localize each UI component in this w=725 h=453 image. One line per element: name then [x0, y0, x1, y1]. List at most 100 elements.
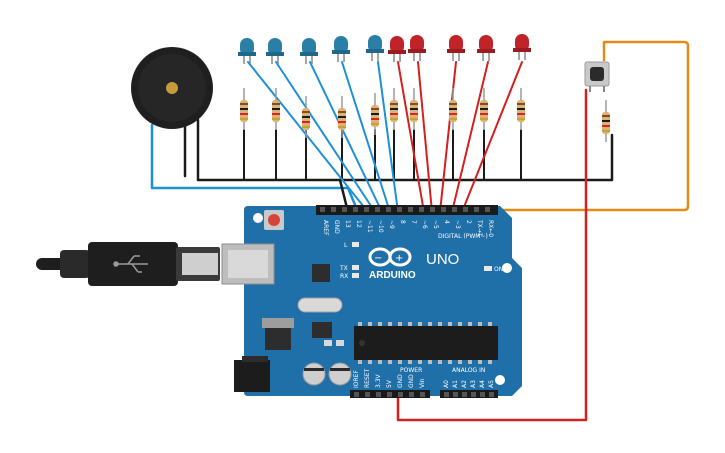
header-pin[interactable] [471, 392, 476, 397]
svg-text:L: L [344, 242, 348, 249]
wire-led-red-3[interactable] [439, 61, 457, 213]
resistor[interactable] [302, 96, 310, 138]
onboard-led-tx: TX [339, 265, 359, 272]
header-pin[interactable] [453, 392, 458, 397]
header-pin[interactable] [419, 207, 424, 212]
header-pin[interactable] [489, 392, 494, 397]
digital-pin-label: ~5 [432, 220, 439, 229]
header-pin[interactable] [320, 207, 325, 212]
led-blue-2[interactable] [266, 38, 284, 64]
wire-led-red-2[interactable] [417, 61, 433, 213]
header-pin[interactable] [387, 392, 392, 397]
header-pin[interactable] [376, 392, 381, 397]
header-pin[interactable] [397, 207, 402, 212]
resistor[interactable] [390, 88, 398, 130]
header-pin[interactable] [353, 207, 358, 212]
header-pin[interactable] [462, 392, 467, 397]
infinity-plus: + [395, 253, 403, 264]
wire-led-blue-4[interactable] [341, 61, 391, 213]
usb-cable[interactable] [36, 242, 220, 286]
header-pin[interactable] [441, 207, 446, 212]
header-pin[interactable] [364, 207, 369, 212]
resistor[interactable] [517, 88, 525, 130]
pushbutton[interactable] [584, 61, 610, 92]
power-pin-label: GND [408, 374, 415, 388]
resistor[interactable] [338, 96, 346, 138]
header-pin[interactable] [398, 392, 403, 397]
resistor[interactable] [240, 88, 248, 130]
led-blue-3[interactable] [300, 38, 318, 64]
header-pin[interactable] [354, 392, 359, 397]
wire-led-red-1[interactable] [397, 61, 425, 213]
resistor[interactable] [449, 88, 457, 130]
resistor[interactable] [480, 88, 488, 130]
dc-power-jack[interactable] [234, 360, 270, 392]
voltage-regulator [265, 326, 291, 350]
reset-button[interactable] [264, 210, 284, 230]
header-pin[interactable] [480, 392, 485, 397]
header-pin[interactable] [430, 207, 435, 212]
chip-pin [448, 360, 452, 364]
chip-pin [408, 322, 412, 326]
chip-pin [408, 360, 412, 364]
chip-pin [388, 322, 392, 326]
header-pin[interactable] [365, 392, 370, 397]
pushbutton-cap[interactable] [590, 67, 604, 81]
led-red-5[interactable] [513, 34, 531, 60]
capacitor [328, 362, 352, 386]
analog-pin-label: A0 [443, 380, 450, 388]
chip-pin [368, 322, 372, 326]
wire-led-blue-5[interactable] [377, 61, 399, 213]
chip-pin [468, 322, 472, 326]
header-pin[interactable] [375, 207, 380, 212]
resistor[interactable] [410, 88, 418, 130]
resistor[interactable] [602, 100, 610, 142]
resistors [240, 88, 610, 142]
header-pin[interactable] [386, 207, 391, 212]
led-blue-5[interactable] [366, 35, 384, 61]
wire-ground-bus[interactable] [196, 118, 614, 182]
header-pin[interactable] [331, 207, 336, 212]
piezo-buzzer[interactable] [131, 47, 213, 129]
led-blue-4[interactable] [332, 36, 350, 62]
led-red-2[interactable] [408, 35, 426, 61]
onboard-led-on: ON [484, 266, 503, 273]
digital-pin-label: ~9 [388, 220, 395, 229]
wire-button-orange[interactable] [480, 40, 690, 214]
resistor[interactable] [272, 88, 280, 130]
chip-pin [458, 360, 462, 364]
led-red-3[interactable] [447, 35, 465, 61]
buzzer-center [166, 82, 178, 94]
wire-led-red-5[interactable] [461, 61, 523, 213]
digital-pin-label: TX→1 [476, 219, 483, 237]
atmega-microcontroller [354, 322, 498, 364]
header-pin[interactable] [485, 207, 490, 212]
header-pin[interactable] [463, 207, 468, 212]
mounting-hole [495, 375, 505, 385]
header-pin[interactable] [409, 392, 414, 397]
header-pin[interactable] [408, 207, 413, 212]
wire-led-blue-1[interactable] [247, 61, 369, 213]
led-red-1[interactable] [388, 36, 406, 62]
wire-led-red-4[interactable] [451, 61, 489, 213]
led-blue-1[interactable] [238, 38, 256, 64]
wire-5v-red[interactable] [396, 88, 588, 422]
led-red-4[interactable] [477, 35, 495, 61]
header-pin[interactable] [452, 207, 457, 212]
header-pin[interactable] [474, 207, 479, 212]
mounting-hole [502, 263, 512, 273]
wire-led-blue-2[interactable] [275, 61, 376, 213]
header-pin[interactable] [342, 207, 347, 212]
wire-buzzer-blue[interactable] [150, 123, 360, 214]
resistor[interactable] [371, 93, 379, 135]
header-pin[interactable] [420, 392, 425, 397]
crystal-oscillator [297, 297, 343, 313]
analog-label: ANALOG IN [452, 367, 485, 374]
wire-led-blue-3[interactable] [309, 61, 383, 213]
header-pin[interactable] [444, 392, 449, 397]
